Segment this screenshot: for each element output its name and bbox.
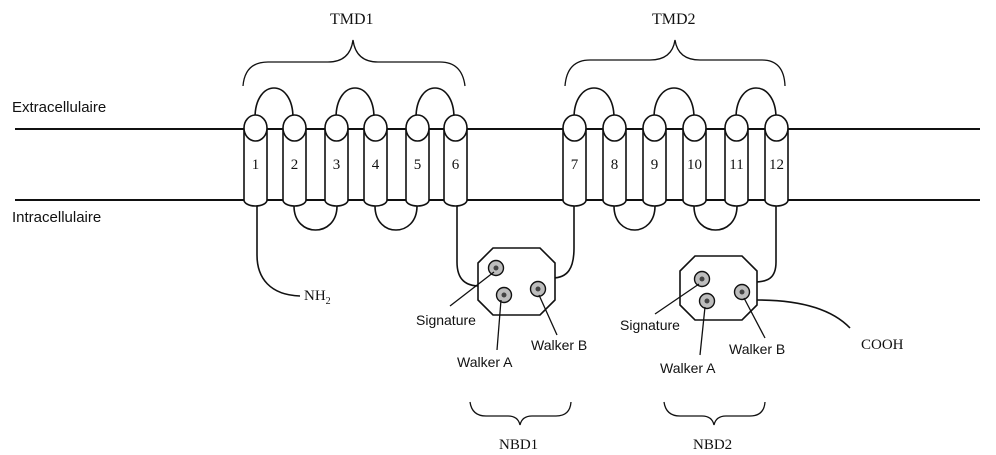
nbd2-signature-label: Signature <box>620 317 680 333</box>
loop-e-9-10 <box>654 88 694 118</box>
helix-7: 7 <box>563 115 586 206</box>
helix-label: 10 <box>687 157 702 173</box>
loop-e-7-8 <box>574 88 614 118</box>
extracellular-label: Extracellulaire <box>12 99 106 116</box>
intracellular-loops <box>294 206 737 230</box>
intracellular-label: Intracellulaire <box>12 209 101 226</box>
helix-label: 1 <box>252 157 260 173</box>
loop-i-10-11 <box>694 206 737 230</box>
link-helix6-to-nbd1 <box>457 206 480 286</box>
helix-2: 2 <box>283 115 306 206</box>
tmd1-label: TMD1 <box>330 11 374 28</box>
tmd2-label: TMD2 <box>652 11 696 28</box>
helix-11: 11 <box>725 115 748 206</box>
loop-i-2-3 <box>294 206 337 230</box>
membrane <box>15 129 980 200</box>
n-terminus-chain <box>257 206 300 296</box>
helix-10: 10 <box>683 115 706 206</box>
helix-label: 11 <box>729 157 743 173</box>
loop-e-5-6 <box>416 88 454 118</box>
n-terminus-label: NH2 <box>304 288 331 307</box>
helix-label: 12 <box>769 157 784 173</box>
loop-e-1-2 <box>255 88 293 118</box>
loop-e-11-12 <box>736 88 776 118</box>
helix-12: 12 <box>765 115 788 206</box>
helix-label: 2 <box>291 157 299 173</box>
helix-6: 6 <box>444 115 467 206</box>
tmd1-brace <box>243 40 465 86</box>
c-terminus-label: COOH <box>861 337 904 353</box>
helix-label: 4 <box>372 157 380 173</box>
helix-label: 3 <box>333 157 341 173</box>
loop-i-8-9 <box>614 206 655 230</box>
nbd1-walker-b-label: Walker B <box>531 337 587 353</box>
extracellular-loops <box>255 88 776 118</box>
helix-8: 8 <box>603 115 626 206</box>
helix-9: 9 <box>643 115 666 206</box>
helix-label: 8 <box>611 157 619 173</box>
helix-label: 6 <box>452 157 460 173</box>
nbd2-label: NBD2 <box>693 437 732 453</box>
nbd1-brace <box>470 402 571 425</box>
helix-label: 7 <box>571 157 579 173</box>
tmd2-brace <box>565 40 785 86</box>
nbd1-signature-label: Signature <box>416 312 476 328</box>
helix-5: 5 <box>406 115 429 206</box>
nbd2-walker-b-label: Walker B <box>729 341 785 357</box>
nbd2-brace <box>664 402 765 425</box>
nbd1-walker-a-label: Walker A <box>457 354 513 370</box>
helix-3: 3 <box>325 115 348 206</box>
nbd1-label: NBD1 <box>499 437 538 453</box>
loop-i-4-5 <box>375 206 417 230</box>
nbd2-domain <box>680 256 757 320</box>
loop-e-3-4 <box>336 88 374 118</box>
helix-label: 9 <box>651 157 659 173</box>
helix-4: 4 <box>364 115 387 206</box>
helix-1: 1 <box>244 115 267 206</box>
nbd2-walker-a-label: Walker A <box>660 360 716 376</box>
helix-label: 5 <box>414 157 422 173</box>
c-terminus-chain <box>757 300 850 328</box>
